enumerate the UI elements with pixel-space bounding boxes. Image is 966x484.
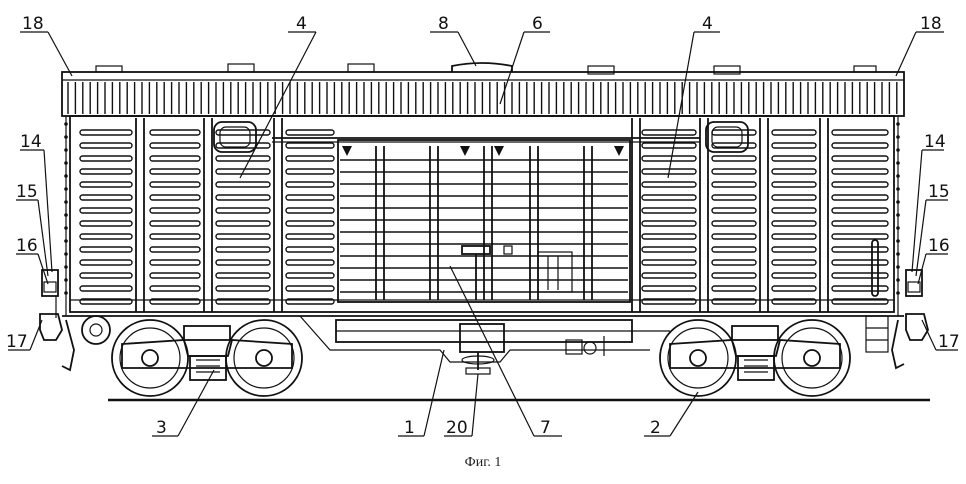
callout-18-left: 18 (22, 14, 44, 34)
callout-8: 8 (438, 14, 449, 34)
callout-14-left: 14 (20, 132, 42, 152)
callout-6: 6 (532, 14, 543, 34)
callout-4-right: 4 (702, 14, 713, 34)
callout-17-right: 17 (938, 332, 960, 352)
callout-2: 2 (650, 418, 661, 438)
callout-16-right: 16 (928, 236, 950, 256)
handbrake (461, 352, 495, 375)
window-right (705, 121, 749, 153)
roof (61, 63, 905, 117)
callout-4-left: 4 (296, 14, 307, 34)
callout-14-right: 14 (924, 132, 946, 152)
bogie-left (111, 319, 303, 397)
coupler-right (865, 239, 929, 370)
callout-1: 1 (404, 418, 415, 438)
callout-20: 20 (446, 418, 468, 438)
leader-lines (8, 31, 958, 437)
figure-caption: Фиг. 1 (464, 455, 502, 470)
roof-hatch (451, 62, 513, 72)
callout-7: 7 (540, 418, 551, 438)
underframe (299, 315, 670, 363)
callout-labels: 18 4 8 6 4 18 14 15 16 17 14 15 16 17 3 … (6, 14, 960, 438)
callout-3: 3 (156, 418, 167, 438)
callout-17-left: 17 (6, 332, 28, 352)
callout-15-right: 15 (928, 182, 950, 202)
coupler-left (39, 269, 111, 372)
callout-18-right: 18 (920, 14, 942, 34)
car-body (62, 115, 904, 317)
sliding-door (272, 137, 700, 303)
callout-16-left: 16 (16, 236, 38, 256)
window-left (213, 121, 257, 153)
callout-15-left: 15 (16, 182, 38, 202)
bogie-right (659, 319, 851, 397)
